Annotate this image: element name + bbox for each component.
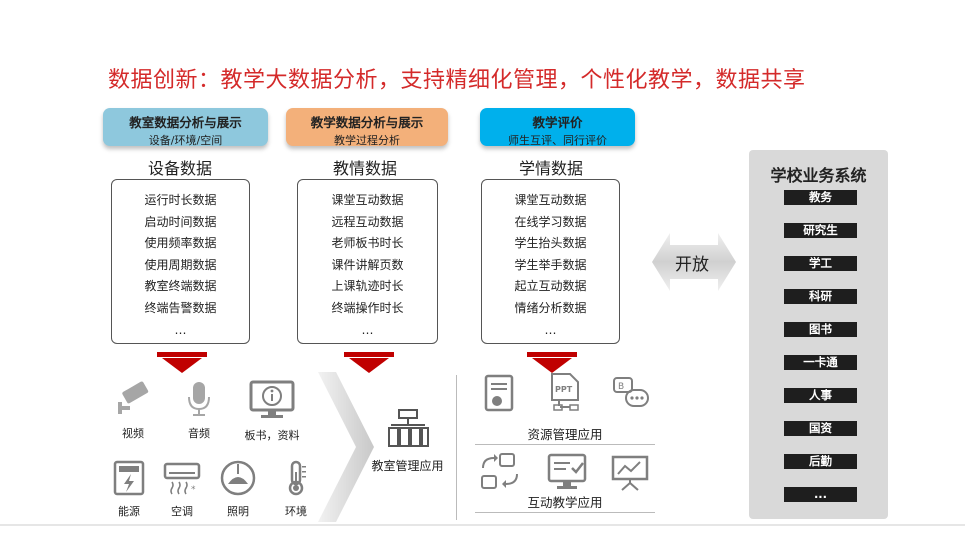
- list-item: 使用频率数据: [144, 236, 217, 251]
- list-item: 学生抬头数据: [514, 236, 587, 251]
- tag-teaching-analysis: 教学数据分析与展示 教学过程分析: [286, 108, 448, 147]
- list-item: 老师板书时长: [331, 236, 404, 251]
- list-item: 课堂互动数据: [331, 193, 404, 207]
- system-item: 人事: [784, 388, 857, 403]
- device-label: 音频: [188, 427, 210, 440]
- system-item: 研究生: [784, 223, 857, 238]
- tag-title: 教学评价: [532, 115, 583, 130]
- list-item: 终端告警数据: [144, 300, 217, 315]
- device-label: 板书，资料: [244, 429, 300, 442]
- device-label: 环境: [285, 505, 307, 518]
- heading-learning-data: 学情数据: [518, 159, 583, 178]
- list-item: 在线学习数据: [514, 214, 587, 229]
- heading-device-data: 设备数据: [147, 159, 212, 178]
- list-item: 情绪分析数据: [514, 300, 587, 315]
- list-item: 使用周期数据: [144, 257, 217, 272]
- tag-subtitle: 教学过程分析: [334, 134, 400, 147]
- list-item: 终端操作时长: [331, 300, 404, 315]
- footer-line: [0, 524, 965, 526]
- list-item: 运行时长数据: [144, 193, 217, 207]
- monitor-info-icon: [249, 380, 295, 418]
- classroom-management-app: 教室管理应用: [360, 408, 455, 474]
- energy-meter-icon: [113, 460, 145, 496]
- sync-grid-icon: [481, 453, 518, 489]
- heading-teaching-data: 教情数据: [332, 159, 397, 178]
- app-label: 教室管理应用: [371, 459, 444, 473]
- system-item: 图书: [784, 322, 857, 337]
- list-item: 课件讲解页数: [331, 257, 404, 272]
- presentation-board-icon: [611, 455, 649, 491]
- list-item: 教室终端数据: [144, 279, 217, 294]
- bidirectional-arrow-icon: [652, 233, 736, 291]
- list-item: …: [544, 322, 557, 337]
- device-label: 照明: [227, 505, 249, 518]
- device-lighting: 照明: [212, 460, 264, 519]
- list-item: 启动时间数据: [144, 214, 217, 229]
- screen-check-icon: [547, 453, 587, 489]
- device-audio: 音频: [166, 380, 232, 441]
- device-label: 视频: [122, 427, 144, 440]
- system-item: ...: [784, 487, 857, 502]
- server-network-icon: [387, 409, 429, 447]
- chat-bubble-icon: B: [613, 377, 649, 407]
- down-arrow-icon: [344, 352, 394, 373]
- video-camera-icon: [118, 381, 149, 414]
- learning-data-list: 课堂互动数据 在线学习数据 学生抬头数据 学生举手数据 起立互动数据 情绪分析数…: [481, 179, 620, 344]
- document-icon: [484, 374, 514, 412]
- list-item: …: [361, 322, 374, 337]
- down-arrow-icon: [527, 352, 577, 373]
- system-item: 学工: [784, 256, 857, 271]
- tag-subtitle: 设备/环境/空间: [148, 134, 223, 147]
- panel-title: 学校业务系统: [770, 166, 867, 185]
- chevron-right-icon: [318, 372, 374, 522]
- page-title: 数据创新：教学大数据分析，支持精细化管理，个性化教学，数据共享: [108, 68, 806, 93]
- list-item: 上课轨迹时长: [331, 279, 404, 294]
- thermometer-icon: [288, 460, 306, 496]
- list-item: 远程互动数据: [331, 214, 404, 229]
- system-item: 国资: [784, 421, 857, 436]
- device-label: 能源: [118, 505, 140, 518]
- device-environment: 环境: [272, 460, 320, 519]
- system-item: 后勤: [784, 454, 857, 469]
- tag-subtitle: 师生互评、同行评价: [508, 134, 607, 147]
- device-ac: * 空调: [158, 460, 206, 519]
- svg-text:B: B: [618, 382, 624, 392]
- divider: [475, 512, 655, 513]
- divider: [456, 375, 457, 520]
- device-data-list: 运行时长数据 启动时间数据 使用频率数据 使用周期数据 教室终端数据 终端告警数…: [111, 179, 250, 344]
- open-label: 开放: [675, 255, 709, 275]
- resource-app-label: 资源管理应用: [527, 427, 603, 442]
- school-systems-panel: 学校业务系统 教务 研究生 学工 科研 图书 一卡通 人事 国资 后勤 ...: [749, 150, 888, 519]
- list-item: 课堂互动数据: [514, 193, 587, 207]
- device-label: 空调: [171, 505, 193, 518]
- system-item: 科研: [784, 289, 857, 304]
- ppt-file-icon: PPT: [551, 373, 579, 411]
- tag-teaching-evaluation: 教学评价 师生互评、同行评价: [480, 108, 635, 147]
- system-item: 一卡通: [784, 355, 857, 370]
- list-item: …: [174, 322, 187, 337]
- device-board: 板书，资料: [236, 380, 308, 443]
- down-arrow-icon: [157, 352, 207, 373]
- list-item: 学生举手数据: [514, 257, 587, 272]
- lamp-icon: [220, 460, 256, 496]
- device-video: 视频: [100, 380, 166, 441]
- teaching-data-list: 课堂互动数据 远程互动数据 老师板书时长 课件讲解页数 上课轨迹时长 终端操作时…: [297, 179, 438, 344]
- interactive-app-label: 互动教学应用: [527, 495, 603, 510]
- air-conditioner-icon: *: [163, 462, 201, 495]
- microphone-icon: [188, 382, 210, 416]
- list-item: 起立互动数据: [514, 279, 587, 294]
- svg-text:PPT: PPT: [555, 385, 573, 394]
- system-item: 教务: [784, 190, 857, 205]
- tag-title: 教学数据分析与展示: [310, 115, 424, 130]
- tag-title: 教室数据分析与展示: [129, 115, 242, 130]
- tag-classroom-analysis: 教室数据分析与展示 设备/环境/空间: [103, 108, 268, 147]
- device-energy: 能源: [100, 460, 158, 519]
- divider: [475, 444, 655, 445]
- svg-text:*: *: [191, 485, 196, 495]
